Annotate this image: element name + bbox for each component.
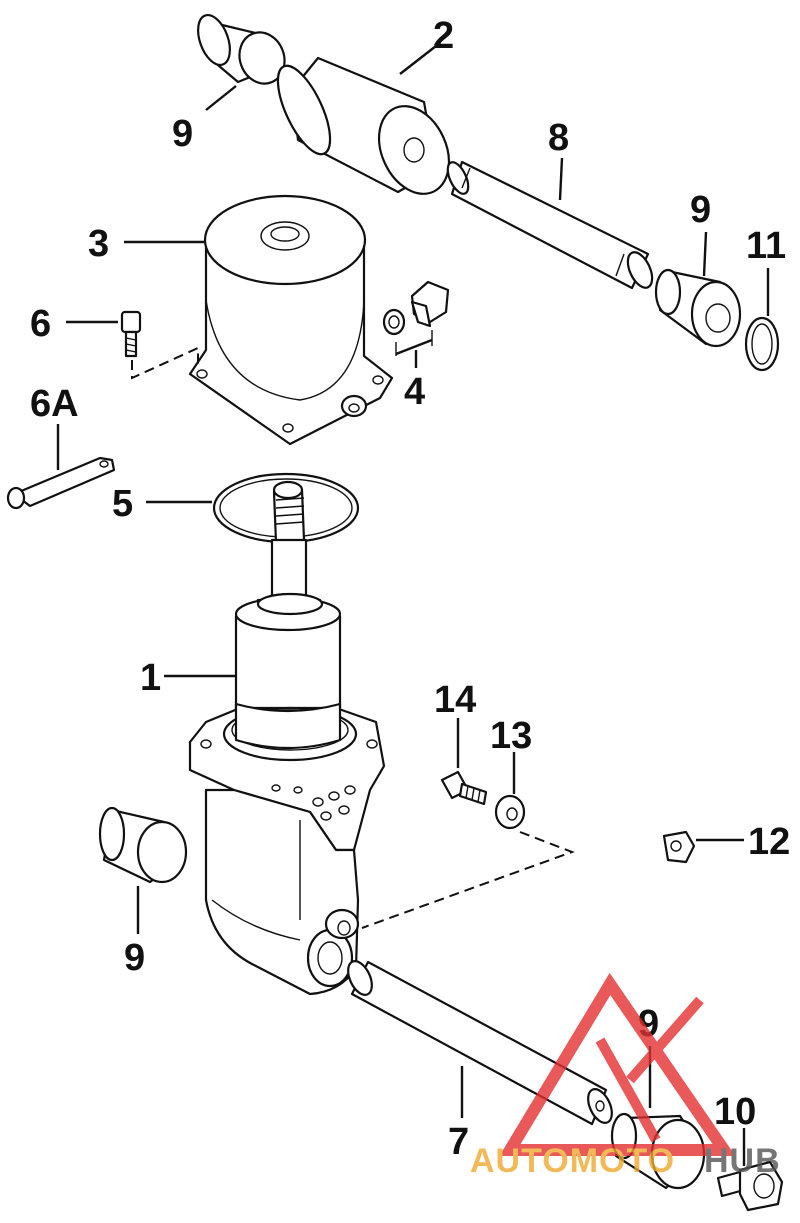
label-12: 12: [748, 821, 790, 863]
label-9-mid-left: 9: [124, 937, 145, 979]
fitting-part-4: [382, 280, 450, 368]
clip-part-6a: [6, 424, 116, 510]
bolt-part-14: [440, 718, 488, 806]
pin-part-7: [347, 960, 613, 1126]
bolt-part-10: [716, 1128, 784, 1212]
label-10: 10: [714, 1091, 756, 1133]
pin-part-8: [446, 157, 654, 290]
cylinder-part-1: [164, 480, 386, 996]
bushing-part-9-top-right: [654, 231, 742, 348]
label-1: 1: [140, 657, 161, 699]
automotohub-watermark: AUTOMOTO HUB: [470, 972, 781, 1180]
sleeve-part-2: [276, 45, 451, 195]
watermark-text-hub: HUB: [704, 1142, 781, 1180]
label-14: 14: [434, 679, 476, 721]
label-8: 8: [548, 117, 569, 159]
label-13: 13: [490, 715, 532, 757]
label-4: 4: [404, 371, 425, 413]
watermark-logo-triangle: [499, 972, 736, 1156]
snap-ring-part-11: [744, 268, 780, 372]
bushing-part-9-top-left: [197, 14, 286, 111]
label-3: 3: [88, 223, 109, 265]
nut-part-13: [361, 752, 575, 929]
label-2: 2: [433, 15, 454, 57]
bushing-part-9-mid-left: [98, 806, 188, 934]
label-6: 6: [30, 303, 51, 345]
label-5: 5: [112, 483, 133, 525]
clip-part-12: [662, 830, 744, 864]
screw-part-6: [66, 310, 199, 380]
label-11: 11: [746, 225, 786, 267]
watermark-text-automoto: AUTOMOTO: [470, 1142, 675, 1180]
reservoir-part-3: [124, 194, 394, 446]
label-7: 7: [448, 1121, 469, 1163]
label-6a: 6A: [30, 383, 79, 425]
label-9-top-left: 9: [172, 113, 193, 155]
o-ring-part-5: [146, 472, 360, 544]
watermark-logo-inner: [595, 996, 704, 1143]
label-9-top-right: 9: [690, 189, 711, 231]
